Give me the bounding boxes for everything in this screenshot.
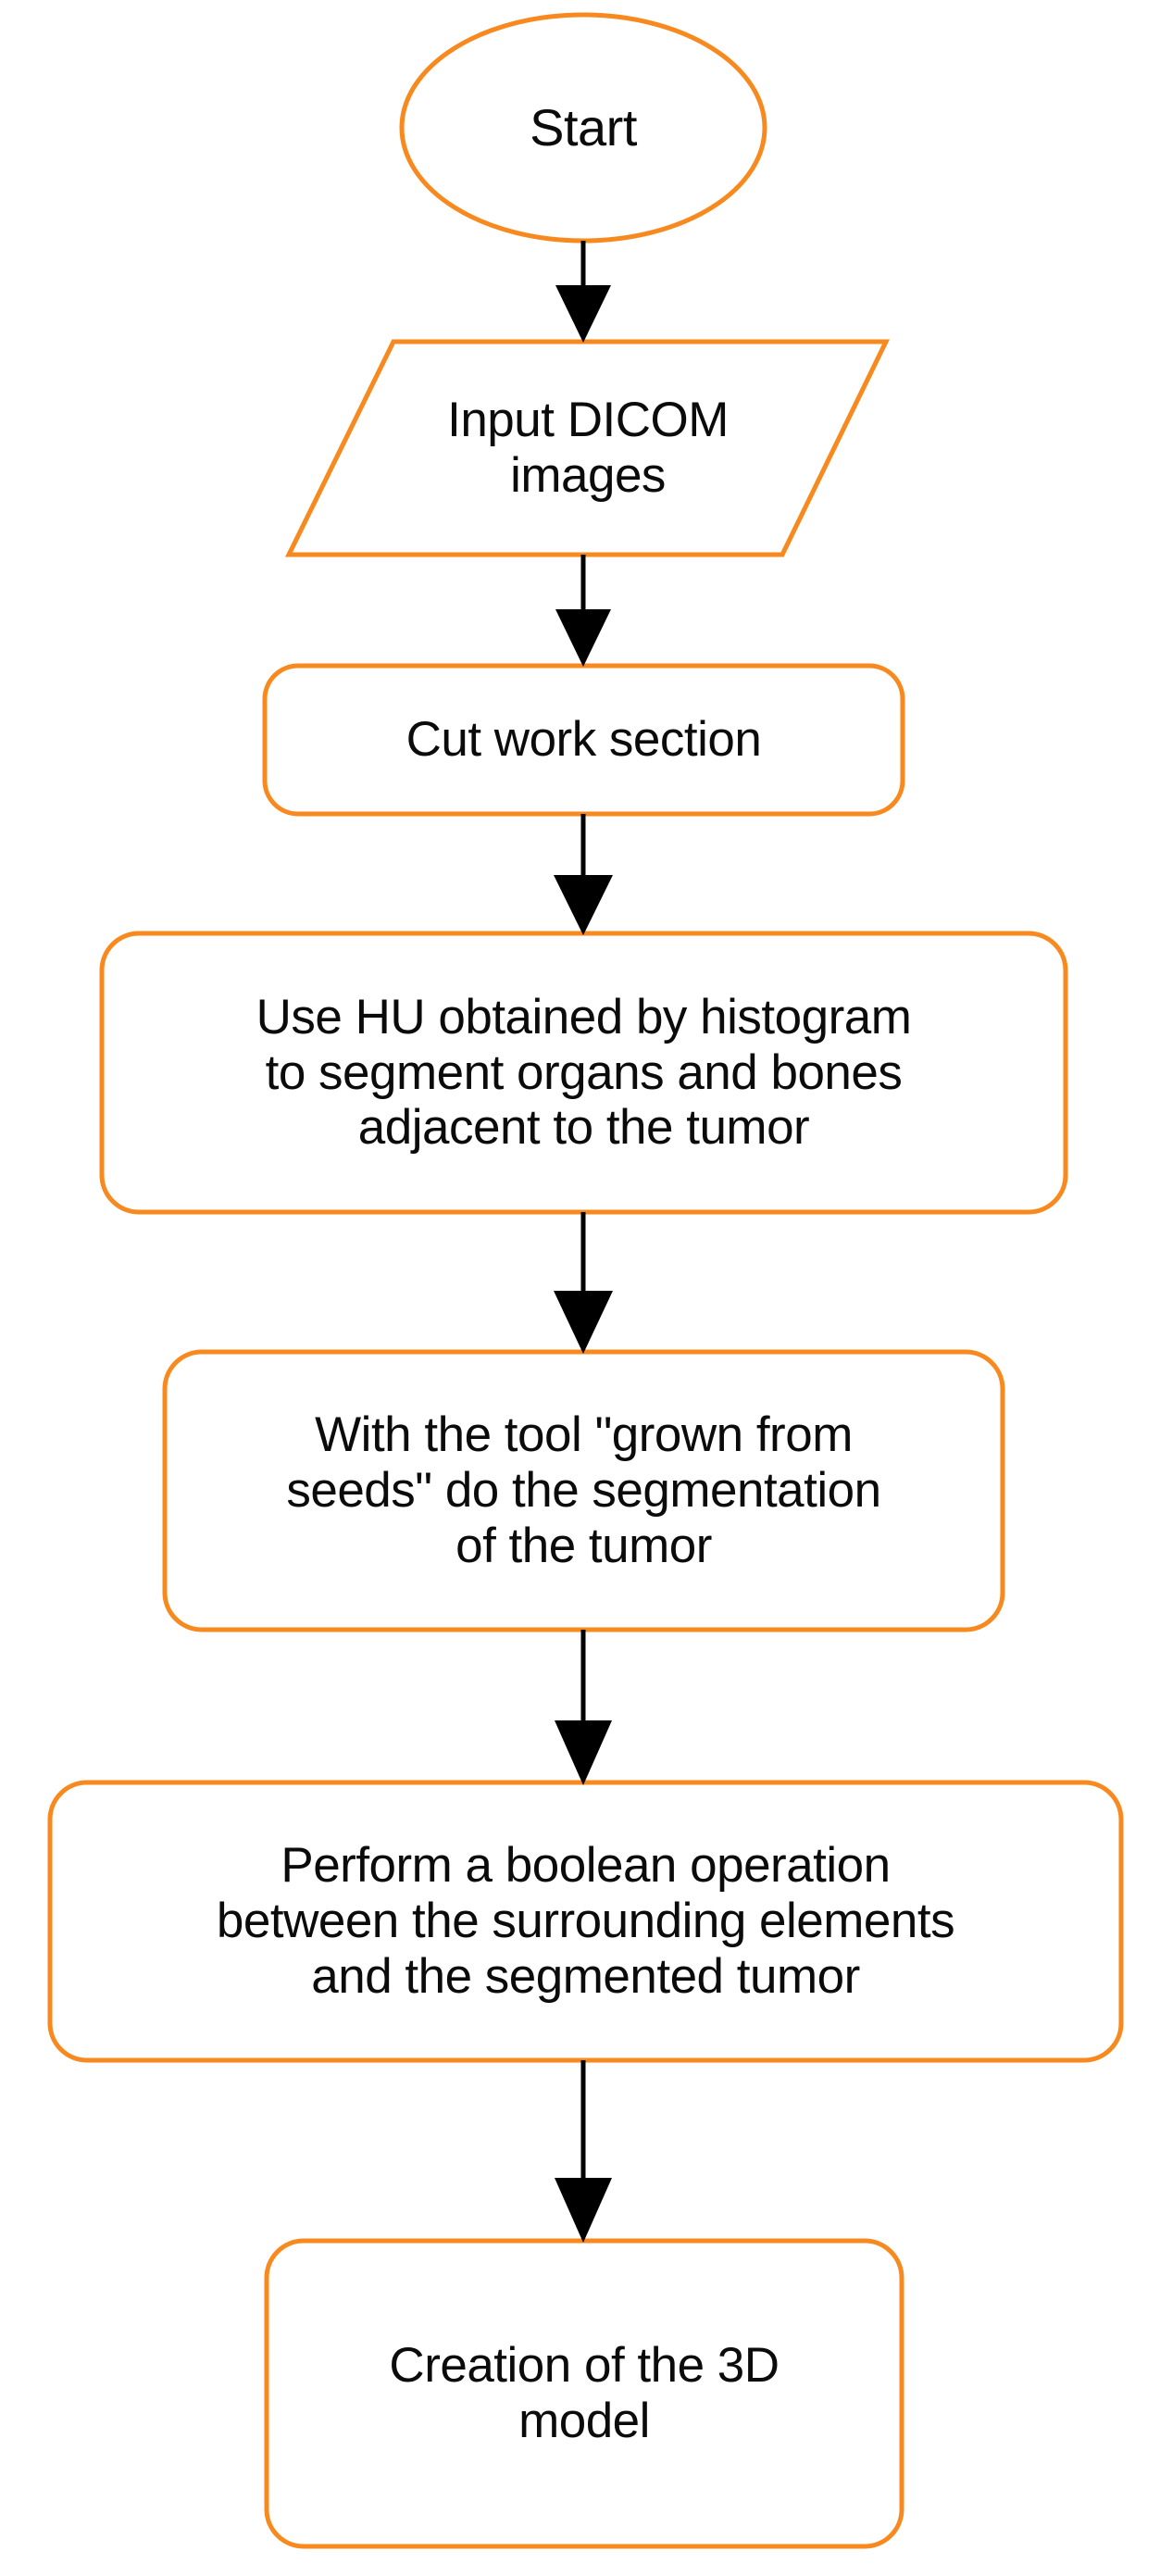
connector-boolean-to-model [555, 2060, 612, 2243]
down-arrow-icon [554, 1291, 613, 1354]
node-input-dicom-shape[interactable] [284, 339, 890, 557]
node-use-hu-histogram-shape[interactable] [99, 931, 1068, 1215]
down-arrow-icon [555, 609, 611, 667]
node-creation-3d-model-shape[interactable] [264, 2238, 904, 2549]
down-arrow-icon [554, 875, 613, 935]
down-arrow-icon [555, 2178, 612, 2243]
connector-input-to-cut [555, 555, 611, 667]
node-boolean-operation-shape[interactable] [47, 1780, 1124, 2063]
down-arrow-icon [555, 285, 611, 343]
connector-start-to-input [555, 241, 611, 343]
node-grown-from-seeds-shape[interactable] [162, 1349, 1005, 1632]
down-arrow-icon [555, 1720, 612, 1785]
connector-seeds-to-boolean [555, 1630, 612, 1785]
node-start-shape[interactable] [399, 12, 767, 244]
connector-hu-to-seeds [554, 1212, 613, 1354]
connector-cut-to-hu [554, 814, 613, 935]
node-cut-work-section-shape[interactable] [262, 663, 905, 817]
